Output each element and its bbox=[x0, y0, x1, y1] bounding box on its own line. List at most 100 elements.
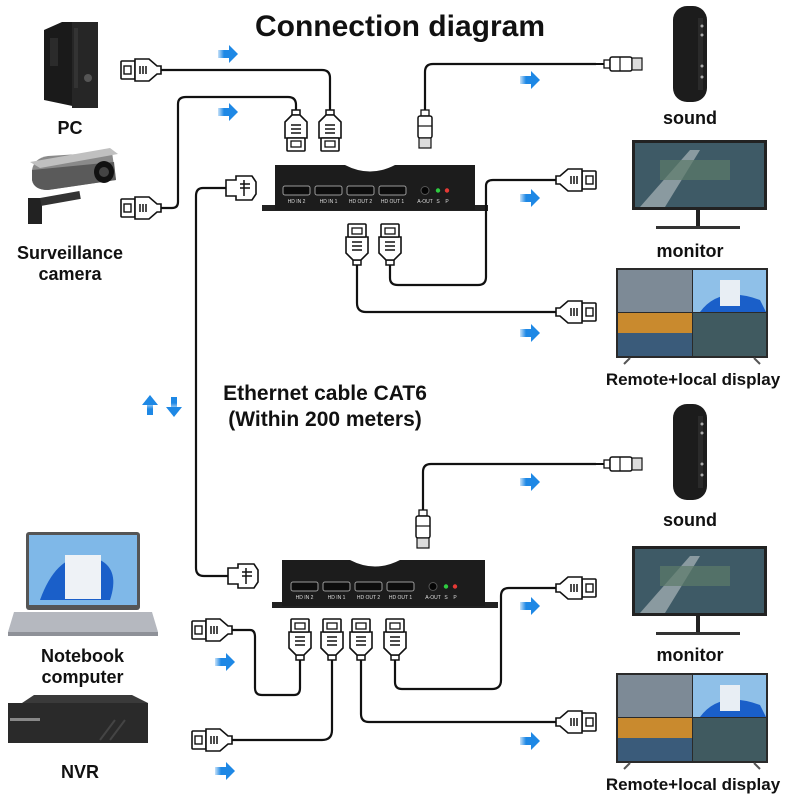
hdmi-plug-hdin1 bbox=[318, 109, 342, 152]
hdmi-port bbox=[282, 185, 311, 196]
cable-label-line1: Ethernet cable CAT6 bbox=[223, 382, 427, 405]
hdmi-plug-hdout1-bottom bbox=[383, 618, 407, 661]
audio-out-port bbox=[428, 582, 438, 591]
hdmi-port bbox=[346, 185, 375, 196]
speaker-icon-top bbox=[673, 6, 707, 102]
hdmi-plug-notebook bbox=[191, 618, 233, 642]
port-label: S bbox=[436, 199, 440, 205]
hdmi-plug-display-bottom bbox=[555, 710, 597, 734]
port-label: P bbox=[453, 595, 457, 601]
wire-hdout1-to-monitor bbox=[388, 178, 556, 287]
label-notebook-line1: Notebook bbox=[41, 646, 124, 666]
label-monitor-top: monitor bbox=[656, 241, 724, 261]
port-label: HD OUT 2 bbox=[357, 595, 380, 601]
label-display-bottom: Remote+local display bbox=[605, 775, 781, 794]
label-camera-line2: camera bbox=[38, 264, 102, 284]
wire-nvr-to-hdin1 bbox=[232, 660, 334, 742]
audio-out-port bbox=[420, 186, 430, 195]
port-label: HD IN 2 bbox=[288, 199, 306, 205]
port-label: HD IN 1 bbox=[320, 199, 338, 205]
arrow-right-icon bbox=[215, 762, 235, 780]
arrow-right-icon bbox=[215, 653, 235, 671]
hdmi-plug-hdout2 bbox=[345, 223, 369, 266]
arrow-right-icon bbox=[218, 103, 238, 121]
hdmi-port bbox=[354, 581, 383, 592]
laptop-icon bbox=[8, 532, 158, 636]
hdmi-port bbox=[290, 581, 319, 592]
arrow-up-icon bbox=[142, 395, 158, 415]
label-monitor-bottom: monitor bbox=[656, 645, 724, 665]
hdmi-plug-camera bbox=[120, 196, 162, 220]
hdmi-plug-hdout2-bottom bbox=[349, 618, 373, 661]
diagram-title: Connection diagram bbox=[254, 10, 546, 43]
wire-ethernet-cat6 bbox=[194, 186, 228, 578]
arrow-right-icon bbox=[218, 45, 238, 63]
label-notebook-line2: computer bbox=[41, 667, 124, 687]
port-label: P bbox=[445, 199, 449, 205]
label-display-top: Remote+local display bbox=[605, 370, 781, 389]
wire-hdout2-to-display bbox=[359, 660, 556, 724]
rj45-plug-top bbox=[225, 175, 257, 201]
hdmi-port bbox=[314, 185, 343, 196]
hdmi-plug-hdin2-bottom bbox=[288, 618, 312, 661]
arrow-right-icon bbox=[520, 732, 540, 750]
wire-notebook-to-hdin2 bbox=[232, 628, 302, 697]
port-label: HD IN 1 bbox=[328, 595, 346, 601]
port-label: HD IN 2 bbox=[296, 595, 314, 601]
port-label: HD OUT 1 bbox=[381, 199, 404, 205]
wire-audio-to-speaker bbox=[423, 62, 596, 110]
wire-audio-to-speaker bbox=[421, 462, 596, 510]
hdmi-plug-hdin2 bbox=[284, 109, 308, 152]
port-label: HD OUT 2 bbox=[349, 199, 372, 205]
hdmi-plug-hdin1-bottom bbox=[320, 618, 344, 661]
led-power bbox=[452, 584, 458, 589]
audio-jack-bottom bbox=[415, 501, 431, 549]
monitor-icon-top bbox=[632, 140, 767, 229]
led-power bbox=[444, 188, 450, 193]
tv-display-icon-bottom bbox=[616, 673, 768, 770]
port-label: A-OUT bbox=[417, 199, 433, 205]
audio-jack-top bbox=[417, 101, 433, 149]
desktop-pc-icon bbox=[44, 22, 98, 108]
bottom-wires bbox=[232, 462, 596, 742]
arrow-right-icon bbox=[520, 324, 540, 342]
arrow-down-icon bbox=[166, 397, 182, 417]
top-wires bbox=[161, 62, 596, 578]
hdmi-plug-monitor-bottom bbox=[555, 576, 597, 600]
port-label: A-OUT bbox=[425, 595, 441, 601]
cable-label-line2: (Within 200 meters) bbox=[228, 408, 422, 431]
hdmi-port bbox=[322, 581, 351, 592]
arrow-right-icon bbox=[520, 597, 540, 615]
wire-camera-to-hdin2 bbox=[161, 95, 298, 210]
led-signal bbox=[435, 188, 441, 193]
label-pc: PC bbox=[57, 118, 83, 138]
arrow-right-icon bbox=[520, 71, 540, 89]
hdmi-plug-hdout1 bbox=[378, 223, 402, 266]
hdmi-port bbox=[386, 581, 415, 592]
wire-hdout1-to-monitor bbox=[393, 586, 556, 691]
arrow-right-icon bbox=[520, 189, 540, 207]
led-signal bbox=[443, 584, 449, 589]
nvr-icon bbox=[8, 695, 148, 743]
port-label: S bbox=[444, 595, 448, 601]
wire-pc-to-hdin1 bbox=[161, 68, 332, 110]
hdmi-port bbox=[378, 185, 407, 196]
hdmi-plug-nvr bbox=[191, 728, 233, 752]
hdmi-plug-monitor-top bbox=[555, 168, 597, 192]
audio-jack-speaker-bottom bbox=[595, 456, 643, 472]
surveillance-camera-icon bbox=[28, 148, 118, 224]
wire-hdout2-to-display bbox=[355, 265, 556, 314]
label-nvr: NVR bbox=[60, 762, 99, 782]
tv-display-icon-top bbox=[616, 268, 768, 365]
label-sound-top: sound bbox=[663, 108, 717, 128]
audio-jack-speaker-top bbox=[595, 56, 643, 72]
monitor-icon-bottom bbox=[632, 546, 767, 635]
speaker-icon-bottom bbox=[673, 404, 707, 500]
hdmi-plug-pc bbox=[120, 58, 162, 82]
arrow-right-icon bbox=[520, 473, 540, 491]
hdmi-plug-display-top bbox=[555, 300, 597, 324]
label-camera-line1: Surveillance bbox=[16, 243, 124, 263]
